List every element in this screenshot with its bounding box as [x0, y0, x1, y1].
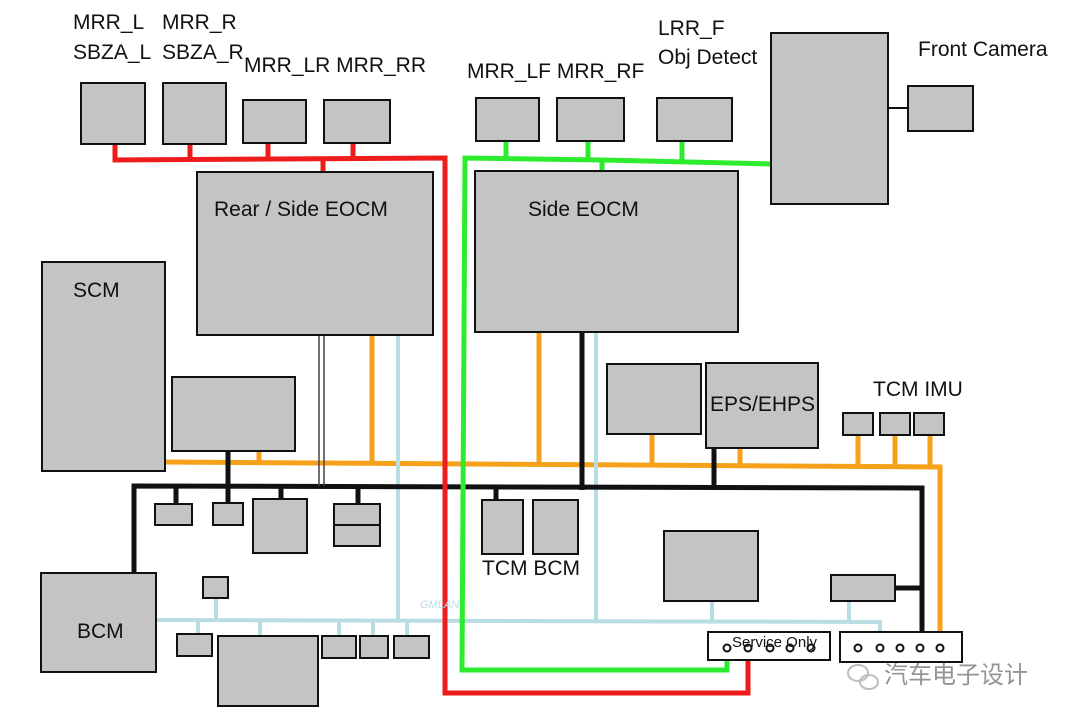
red-bus: [112, 143, 751, 696]
green-bus: [459, 141, 773, 673]
scm-block: [41, 261, 166, 472]
small-module: [830, 574, 896, 602]
scm-label: SCM: [73, 279, 120, 302]
eps-ehps-block: [705, 362, 819, 449]
small-module: [359, 635, 389, 659]
mrr-lr-rr-label: MRR_LR MRR_RR: [244, 54, 427, 77]
mrr-rr-sensor: [323, 99, 391, 144]
small-module: [202, 576, 229, 599]
tcm-block: [481, 499, 524, 555]
black-bus: [131, 332, 925, 648]
bcm-label: BCM: [77, 620, 124, 643]
sbza-r-label: SBZA_R: [162, 41, 244, 64]
tcm-imu-sensor: [842, 412, 874, 436]
lrr-f-label: LRR_F: [658, 17, 725, 40]
mrr-lf-sensor: [475, 97, 540, 142]
tcm-imu-sensor: [913, 412, 945, 436]
mrr-r-sensor: [162, 82, 227, 145]
rear-side-eocm-label: Rear / Side EOCM: [214, 198, 388, 221]
small-module: [176, 633, 213, 657]
bcm-block: [40, 572, 157, 673]
small-module: [212, 502, 244, 526]
rear-side-eocm-block: [196, 171, 434, 336]
module-block: [217, 635, 319, 707]
obj-detect-label: Obj Detect: [658, 46, 758, 69]
module-block: [606, 363, 702, 435]
module-block: [171, 376, 296, 452]
small-module: [154, 503, 193, 526]
front-camera-label: Front Camera: [918, 38, 1048, 61]
sbza-l-label: SBZA_L: [73, 41, 152, 64]
mrr-lf-rf-label: MRR_LF MRR_RF: [467, 60, 645, 83]
mrr-lr-sensor: [242, 99, 307, 144]
tcm-imu-sensor: [879, 412, 911, 436]
mrr-l-label: MRR_L: [73, 11, 145, 34]
module-block: [663, 530, 759, 602]
eps-ehps-label: EPS/EHPS: [710, 393, 816, 416]
tcm-imu-label: TCM IMU: [873, 378, 963, 401]
small-module: [393, 635, 430, 659]
side-eocm-label: Side EOCM: [528, 198, 639, 221]
orange-bus: [164, 332, 943, 648]
side-eocm-block: [474, 170, 739, 333]
mrr-rf-sensor: [556, 97, 625, 142]
module-block: [252, 498, 308, 554]
wechat-logo-icon: [847, 664, 879, 690]
gmlan-bus-label: GMLAN: [420, 599, 460, 611]
tcm-bcm-label: TCM BCM: [482, 557, 580, 580]
small-module: [321, 635, 357, 659]
mrr-l-sensor: [80, 82, 146, 145]
mrr-r-label: MRR_R: [162, 11, 237, 34]
front-camera-sensor: [907, 85, 974, 132]
lrr-f-sensor: [656, 97, 733, 142]
watermark-text: 汽车电子设计: [884, 662, 1028, 689]
bcm-block-center: [532, 499, 579, 555]
front-camera-module: [770, 32, 889, 205]
service-only-label: Service Only: [732, 634, 818, 651]
